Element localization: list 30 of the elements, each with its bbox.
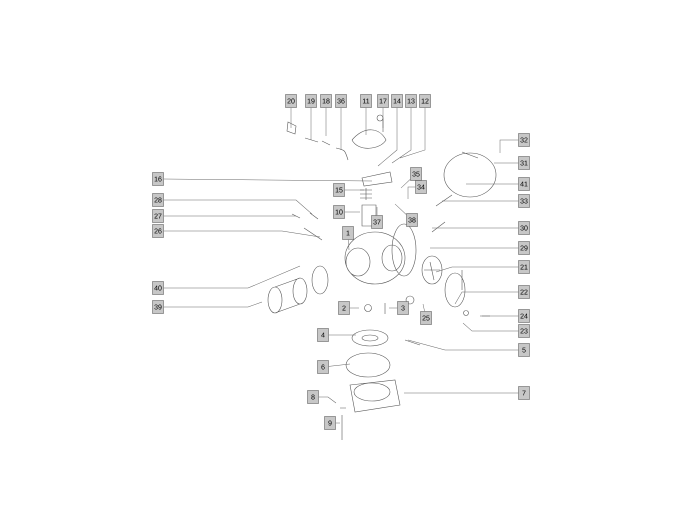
leader-line — [328, 334, 356, 336]
leader-line — [164, 230, 320, 238]
leader-line — [436, 266, 518, 272]
leader-line — [164, 178, 372, 182]
leader-line — [500, 140, 518, 154]
leader-line — [376, 206, 378, 216]
leader-line — [318, 396, 336, 404]
leader-line — [310, 108, 312, 140]
leader-line — [400, 108, 426, 158]
leader-line — [404, 392, 518, 394]
leader-line — [164, 200, 312, 214]
leader-line — [394, 204, 406, 215]
leader-line — [494, 162, 518, 164]
leader-line — [408, 186, 416, 200]
leader-line — [328, 364, 350, 367]
leader-line — [422, 304, 425, 312]
leader-line — [378, 108, 398, 166]
leader-line — [348, 240, 350, 250]
leader-line — [164, 302, 262, 308]
leader-line — [462, 322, 518, 332]
leader-line — [340, 108, 342, 150]
leader-line — [400, 179, 410, 188]
leader-line — [454, 292, 518, 304]
leader-line — [336, 422, 340, 424]
leader-line — [290, 108, 292, 128]
leader-line — [164, 266, 300, 288]
leader-line — [442, 200, 518, 202]
leader-line — [382, 108, 384, 128]
leader-line — [408, 340, 518, 350]
leader-line — [392, 108, 412, 164]
